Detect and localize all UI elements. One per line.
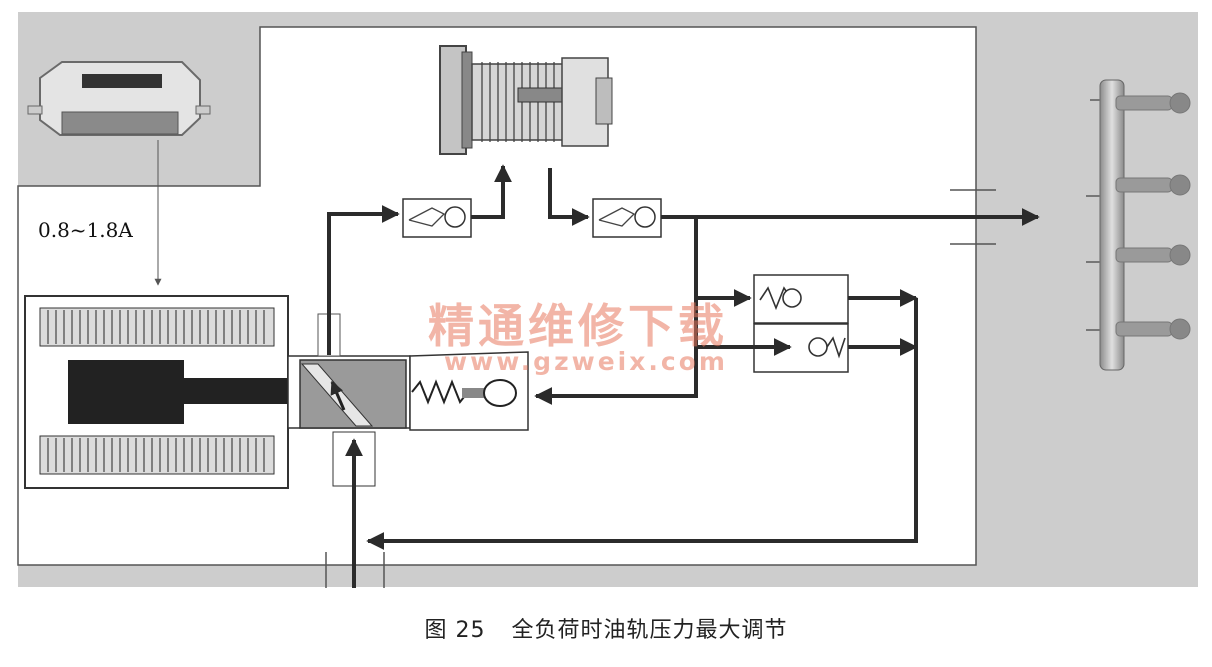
- flow-to-inlet-valve: [327, 205, 400, 355]
- current-range-label: 0.8~1.8A: [38, 218, 133, 242]
- flow-to-pump: [471, 164, 512, 219]
- ecu-unit: [27, 61, 211, 136]
- figure-caption-text: 全负荷时油轨压力最大调节: [511, 618, 788, 643]
- pressure-relief-valve-upper: [753, 274, 849, 324]
- flow-from-pump: [548, 168, 590, 226]
- return-line: [366, 298, 918, 550]
- high-pressure-pump: [439, 45, 613, 155]
- fuel-rail-with-injectors: [1086, 79, 1191, 371]
- solenoid-actuator: [24, 295, 302, 489]
- figure-number: 图 25: [424, 618, 486, 643]
- watermark-title: 精通维修下载: [428, 299, 728, 353]
- watermark-url: www.gzweix.com: [444, 347, 728, 376]
- control-valve: [287, 313, 529, 487]
- inlet-check-valve: [402, 198, 472, 238]
- outlet-check-valve: [592, 198, 662, 238]
- figure-caption: 图 25 全负荷时油轨压力最大调节: [0, 612, 1212, 644]
- plunger-rod: [184, 378, 302, 404]
- armature: [68, 360, 184, 424]
- return-to-control-valve: [534, 217, 698, 405]
